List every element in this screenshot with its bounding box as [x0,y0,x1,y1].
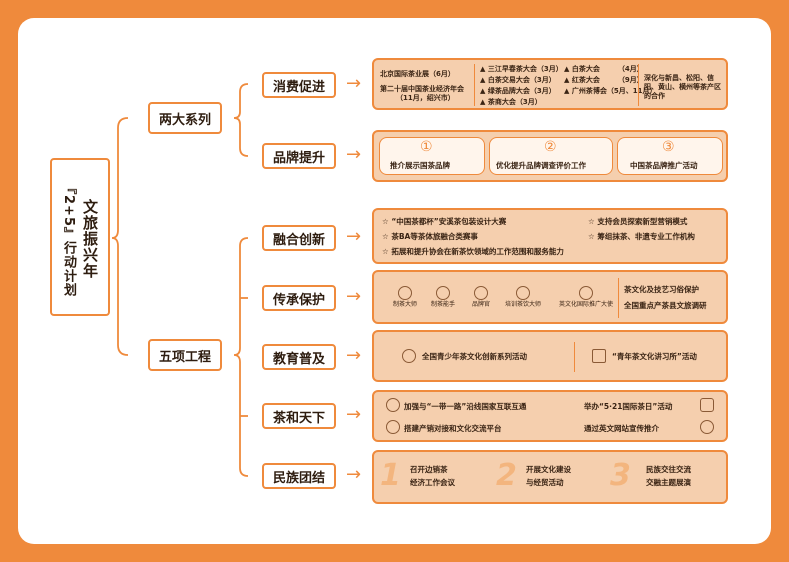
event-item: ▲ 广州茶博会（5月、11月） [564,87,657,95]
consumption-panel: 北京国际茶业展（6月） 第二十届中国茶业经济年会 （11月，绍兴市） ▲ 三江早… [372,58,728,110]
branch-consumption: 消费促进 [262,72,336,98]
unity-number: 3 [610,458,631,493]
brand-item-label: 优化提升品牌调查评价工作 [496,161,586,170]
world-item: 通过英文网站宣传推介 [584,424,659,433]
unity-item-3: 3 民族交往交流 交融主题展演 [610,458,724,498]
divider [618,278,619,318]
event-annual-meeting: 第二十届中国茶业经济年会 [380,85,464,93]
fusion-item: ☆ “中国茶都杯”安溪茶包装设计大赛 [382,217,507,226]
unity-item-2: 2 开展文化建设 与经贸活动 [496,458,606,498]
branch-unity: 民族团结 [262,463,336,489]
unity-line: 经济工作会议 [410,478,455,487]
heritage-item: 全国重点产茶县文旅调研 [624,301,707,310]
person-trainer: 培训茶饮大师 [502,282,544,309]
event-item: ▲ 三江早春茶大会（3月） [480,65,563,73]
globe-icon [700,420,714,434]
arrow-icon: → [346,345,362,366]
person-expert: 制茶能手 [428,282,458,309]
unity-line: 民族交往交流 [646,465,691,474]
branch-world: 茶和天下 [262,403,336,429]
arrow-icon: → [346,226,362,247]
brand-panel: ① 推介展示国茶品牌 ② 优化提升品牌调查评价工作 ③ 中国茶品牌推广活动 [372,130,728,182]
chat-icon [386,420,400,434]
event-item: ▲ 白茶大会（4月） [564,65,644,73]
unity-item-1: 1 召开边销茶 经济工作会议 [380,458,490,498]
number-two-icon: ② [544,139,557,155]
heritage-panel: 制茶大师 制茶能手 品牌官 培训茶饮大师 英文化国际推广大使 茶文化及技艺习俗保… [372,270,728,324]
person-ambassador: 英文化国际推广大使 [556,282,616,309]
number-one-icon: ① [420,139,433,155]
person-icon [474,285,488,300]
unity-line: 交融主题展演 [646,478,691,487]
event-beijing: 北京国际茶业展（6月） [380,70,455,78]
event-item: ▲ 白茶交易大会（3月） [480,76,556,84]
education-item: “青年茶文化讲习所”活动 [612,352,697,361]
category-five-projects: 五项工程 [148,339,222,371]
cooperation-text: 深化与新昌、松阳、信阳、黄山、横州等茶产区的合作 [644,74,721,100]
person-master: 制茶大师 [390,282,420,309]
unity-number: 2 [496,458,517,493]
fusion-item: ☆ 筹组抹茶、非遗专业工作机构 [588,232,695,241]
number-three-icon: ③ [662,139,675,155]
fusion-item: ☆ 拓展和提升协会在新茶饮领域的工作范围和服务能力 [382,247,564,256]
event-annual-meeting-note: （11月，绍兴市） [396,94,455,102]
world-item: 搭建产销对接和文化交流平台 [404,424,502,433]
arrow-icon: → [346,144,362,165]
category-two-series: 两大系列 [148,102,222,134]
unity-number: 1 [380,458,401,493]
arrow-icon: → [346,404,362,425]
person-icon [579,285,593,300]
root-title: 文旅振兴年 [81,199,99,279]
unity-line: 与经贸活动 [526,478,564,487]
teapot-icon [700,398,714,412]
root-node: 文旅振兴年 『2+5』行动计划 [50,158,110,316]
divider [574,342,575,372]
fusion-panel: ☆ “中国茶都杯”安溪茶包装设计大赛 ☆ 支持会员探索新型营销模式 ☆ 茶BA等… [372,208,728,264]
brand-item-1: ① 推介展示国茶品牌 [379,137,485,175]
arrow-icon: → [346,286,362,307]
event-item: ▲ 绿茶品牌大会（3月） [480,87,556,95]
fusion-item: ☆ 支持会员探索新型营销模式 [588,217,688,226]
fusion-item: ☆ 茶BA等茶体旅融合类赛事 [382,232,478,241]
world-panel: 加强与“一带一路”沿线国家互联互通 举办“5·21国际茶日”活动 搭建产销对接和… [372,390,728,442]
event-item: ▲ 茶商大会（3月） [480,98,542,106]
brand-item-label: 中国茶品牌推广活动 [630,161,698,170]
brand-item-3: ③ 中国茶品牌推广活动 [617,137,723,175]
branch-education: 教育普及 [262,344,336,370]
unity-line: 召开边销茶 [410,465,448,474]
education-panel: 全国青少年茶文化创新系列活动 “青年茶文化讲习所”活动 [372,330,728,382]
divider [474,64,475,106]
arrow-icon: → [346,464,362,485]
group-icon [402,349,416,363]
person-icon [436,285,450,300]
branch-brand: 品牌提升 [262,143,336,169]
divider [638,64,639,106]
unity-line: 开展文化建设 [526,465,571,474]
brand-item-2: ② 优化提升品牌调查评价工作 [489,137,613,175]
location-icon [386,398,400,412]
root-subtitle: 『2+5』行动计划 [61,181,76,297]
person-brand-officer: 品牌官 [466,282,496,309]
branch-heritage: 传承保护 [262,285,336,311]
branch-fusion: 融合创新 [262,225,336,251]
world-item: 举办“5·21国际茶日”活动 [584,402,673,411]
arrow-icon: → [346,73,362,94]
person-icon [398,285,412,300]
book-icon [592,349,606,363]
event-item: ▲ 红茶大会（9月） [564,76,644,84]
heritage-item: 茶文化及技艺习俗保护 [624,285,699,294]
brand-item-label: 推介展示国茶品牌 [390,161,450,170]
unity-panel: 1 召开边销茶 经济工作会议 2 开展文化建设 与经贸活动 3 民族交往交流 交… [372,450,728,504]
education-item: 全国青少年茶文化创新系列活动 [422,352,527,361]
person-icon [516,285,530,300]
world-item: 加强与“一带一路”沿线国家互联互通 [404,402,527,411]
